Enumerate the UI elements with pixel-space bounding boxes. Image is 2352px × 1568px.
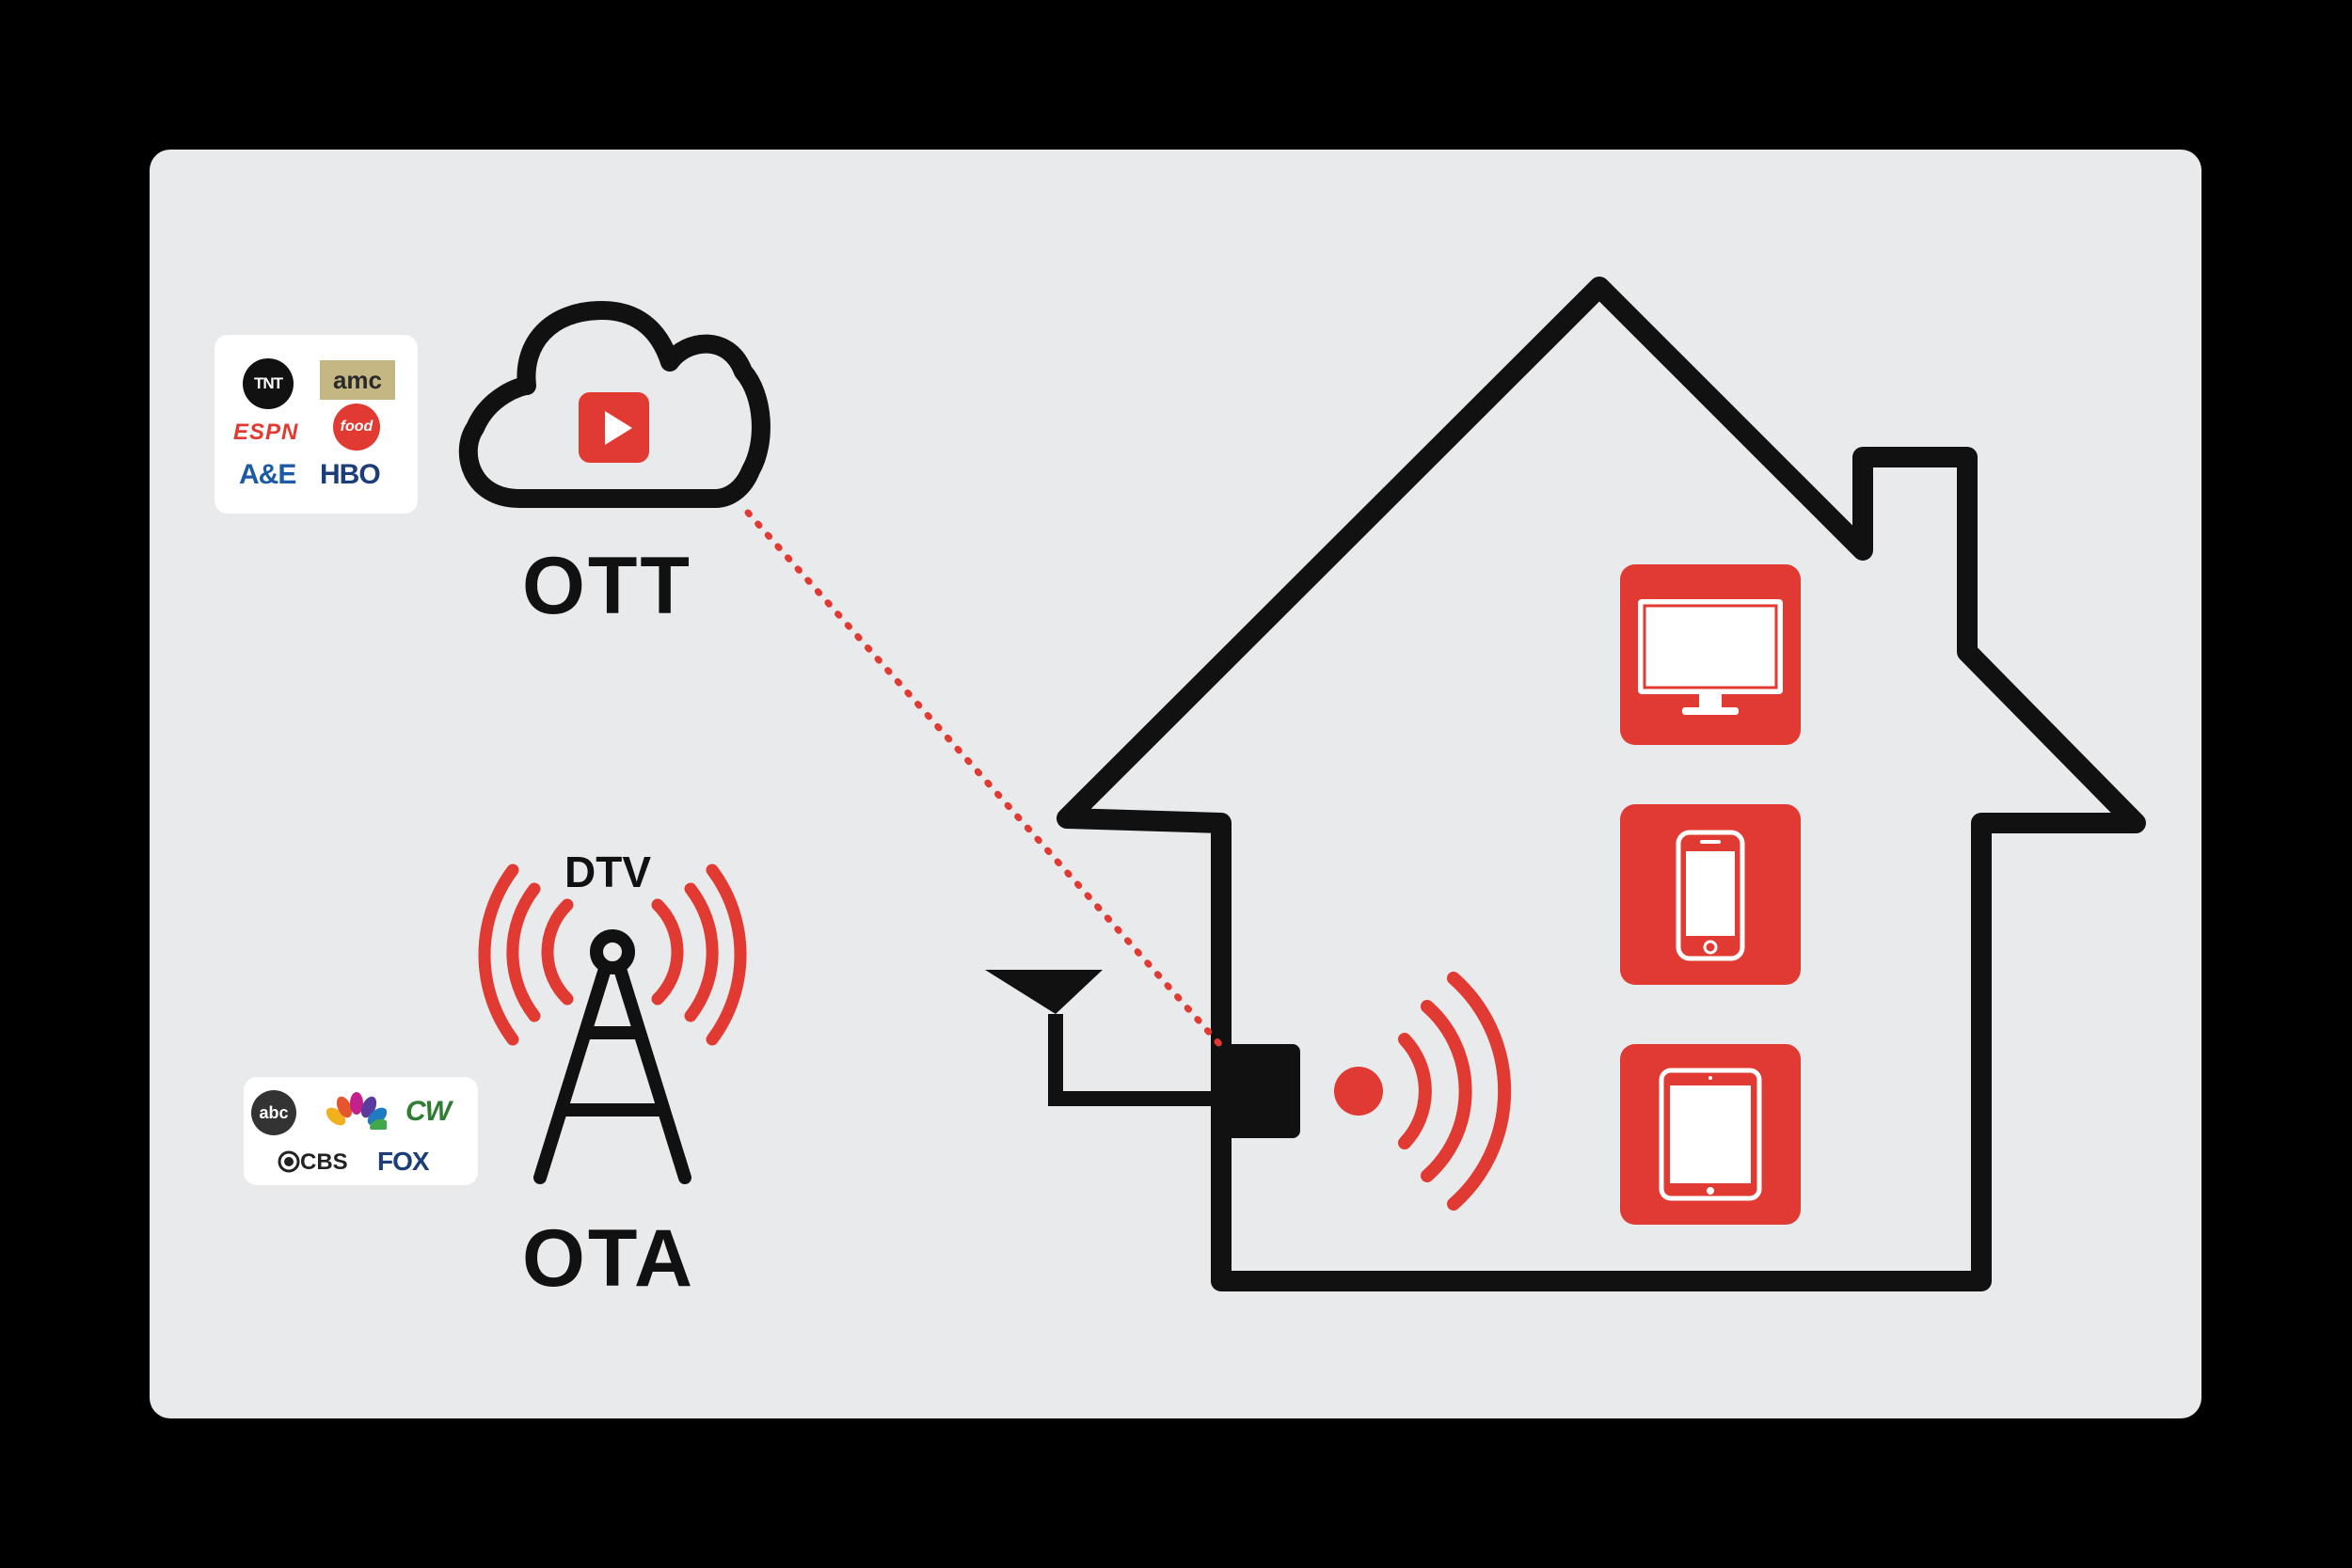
nbc-peacock-logo	[326, 1092, 387, 1130]
fox-logo: FOX	[377, 1147, 430, 1176]
wireless-signal-icon	[1334, 972, 1512, 1211]
dtv-label: DTV	[564, 847, 651, 896]
cable-network-logos: TNT amc ESPN food A&E HBO	[215, 335, 418, 514]
house-icon	[1057, 277, 2146, 1291]
diagram-panel	[150, 150, 2201, 1418]
espn-logo: ESPN	[233, 420, 299, 445]
tv-tile	[1620, 564, 1801, 745]
ota-label: OTA	[522, 1213, 696, 1304]
tower-signal-waves	[478, 863, 747, 1046]
ott-connection-line	[744, 509, 1225, 1050]
broadcast-network-logos: abc CW CBS FOX	[244, 1077, 478, 1185]
tv-icon	[1638, 599, 1783, 715]
tablet-icon	[1659, 1068, 1762, 1201]
cloud-icon	[458, 301, 771, 508]
ae-logo: A&E	[239, 459, 296, 490]
smartphone-icon	[1676, 830, 1745, 961]
cw-logo: CW	[405, 1096, 452, 1127]
antenna-icon	[985, 970, 1221, 1106]
tnt-logo: TNT	[243, 358, 294, 409]
broadcast-tower-icon	[533, 929, 691, 1184]
phone-tile	[1620, 804, 1801, 985]
food-network-logo: food	[333, 404, 380, 451]
amc-logo: amc	[320, 360, 395, 400]
tablet-tile	[1620, 1044, 1801, 1225]
hbo-logo: HBO	[320, 459, 381, 490]
cbs-eye-icon	[278, 1150, 300, 1173]
abc-logo: abc	[251, 1090, 296, 1135]
cbs-logo: CBS	[300, 1149, 348, 1175]
receiver-box-icon	[1219, 1044, 1300, 1138]
ott-label: OTT	[522, 541, 692, 631]
